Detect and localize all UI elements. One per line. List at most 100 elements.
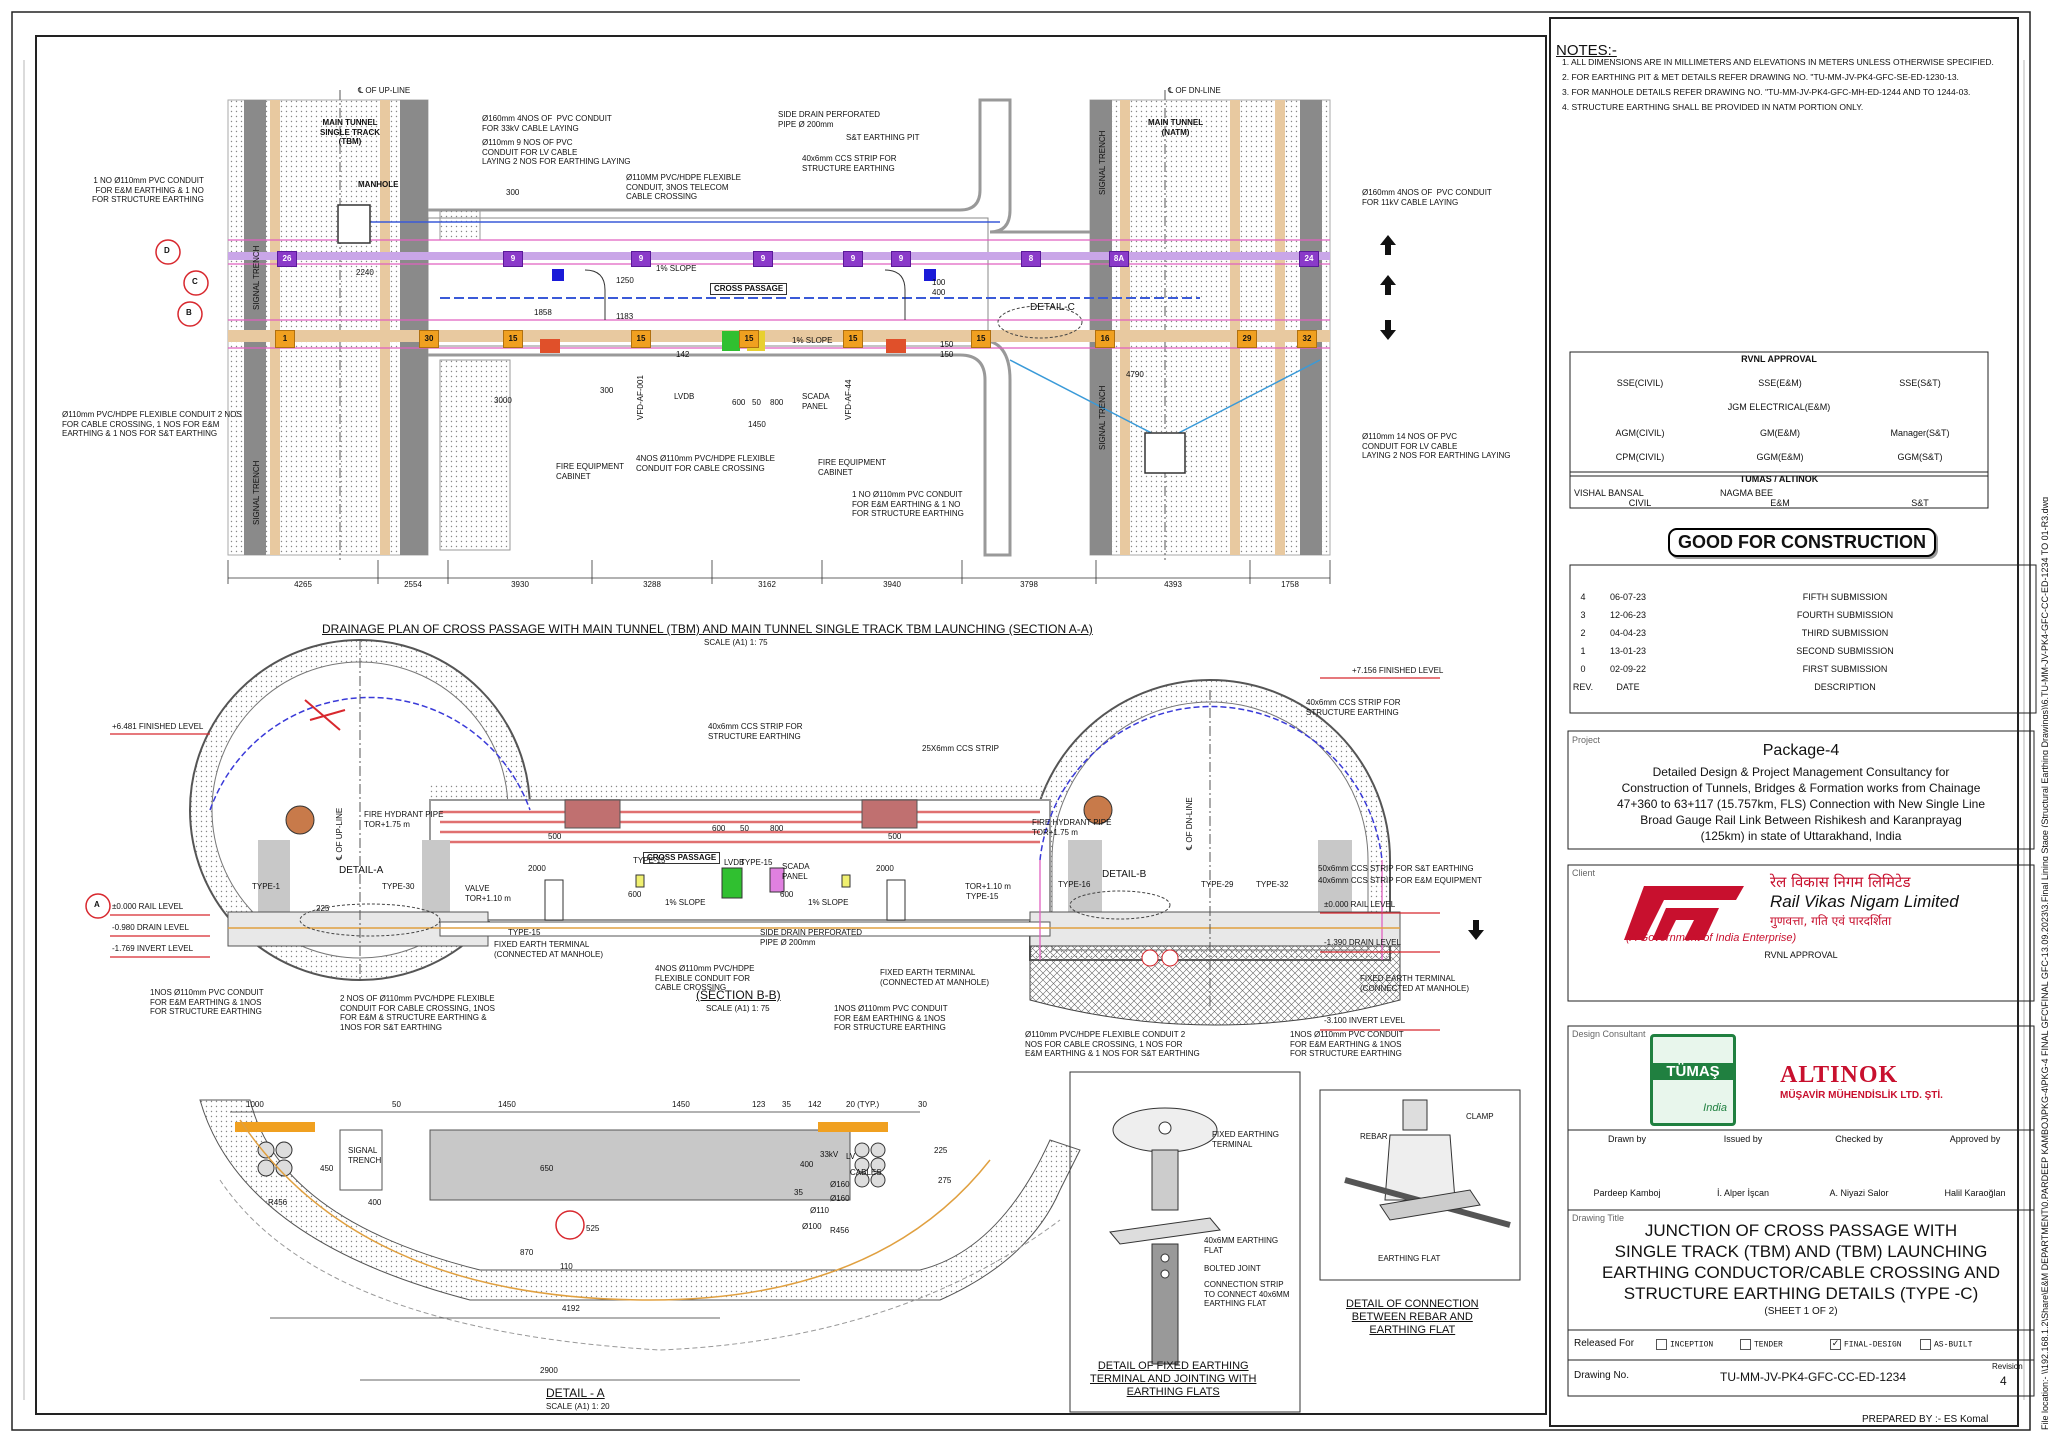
section-label-l45: TYPE-15 (966, 892, 999, 901)
tumas-altinok-title: TUMAS / ALTINOK (1739, 474, 1819, 484)
plan-misc-dim: 400 (932, 288, 946, 297)
detail-fixed-strip (1151, 1243, 1179, 1365)
section-label-l44: 1% SLOPE (808, 898, 849, 907)
section-fire-cabinet-2 (886, 879, 906, 921)
plan-signal-trench-right-bottom: SIGNAL TRENCH (1098, 385, 1107, 450)
plan-note-2: Ø110mm 9 NOS OF PVC CONDUIT FOR LV CABLE… (482, 138, 631, 166)
marker-b: B (186, 308, 192, 317)
plan-tan-band-2 (380, 100, 390, 555)
section-label-l16: DETAIL-B (1102, 869, 1147, 880)
name-vishal: VISHAL BANSAL (1574, 488, 1644, 498)
detail-a-dim: Ø160 (830, 1180, 850, 1189)
section-label-l31: FIXED EARTH TERMINAL (CONNECTED AT MANHO… (1360, 974, 1470, 993)
marker-d: D (164, 246, 170, 255)
revision-description: FIFTH SUBMISSION (1802, 592, 1888, 602)
detail-fixed-view (1069, 1071, 1301, 1413)
plan-cross-passage-label: CROSS PASSAGE (710, 283, 788, 295)
section-label-l29: FIXED EARTH TERMINAL (CONNECTED AT MANHO… (494, 940, 604, 959)
approval-manager-st: Manager(S&T) (1890, 428, 1950, 438)
detail-a-dim: 400 (368, 1198, 382, 1207)
revision-description: FIRST SUBMISSION (1802, 664, 1888, 674)
discipline-civil: CIVIL (1628, 498, 1652, 508)
detail-a-dim: 400 (800, 1160, 814, 1169)
consultant-label: Design Consultant (1572, 1029, 1646, 1039)
section-scada (769, 867, 785, 893)
plan-note-7: 1 NO Ø110mm PVC CONDUIT FOR E&M EARTHING… (92, 176, 204, 204)
drawing-title-sheet: (SHEET 1 OF 2) (1764, 1306, 1838, 1317)
detail-a-dim-top: 50 (392, 1100, 401, 1109)
plan-note-9: Ø110mm PVC/HDPE FLEXIBLE CONDUIT 2 NOS F… (62, 410, 242, 438)
project-label: Project (1572, 735, 1601, 745)
section-cross-passage-roof (430, 785, 1050, 800)
plan-signal-trench-right-top: SIGNAL TRENCH (1098, 130, 1107, 195)
section-label-l33: 2 NOS OF Ø110mm PVC/HDPE FLEXIBLE CONDUI… (340, 994, 495, 1032)
released-option-checkbox (1740, 1339, 1751, 1350)
section-label-l21: TYPE-15 (508, 928, 541, 937)
note-4: 4. STRUCTURE EARTHING SHALL BE PROVIDED … (1562, 102, 1864, 112)
project-line-2: Construction of Tunnels, Bridges & Forma… (1621, 781, 1981, 795)
section-level-markers (110, 677, 1440, 1031)
revision-number: 1 (1580, 646, 1586, 656)
revision-header-date: DATE (1616, 682, 1640, 692)
section-label-l13: FIRE HYDRANT PIPE TOR+1.75 m (1032, 818, 1112, 837)
section-dim: 600 (780, 890, 794, 899)
detail-a-dim: 650 (540, 1164, 554, 1173)
detail-a-dim-top: 35 (782, 1100, 791, 1109)
project-line-4: Broad Gauge Rail Link Between Rishikesh … (1640, 813, 1962, 827)
plan-note-12: 4NOS Ø110mm PVC/HDPE FLEXIBLE CONDUIT FO… (636, 454, 776, 473)
plan-left-signal-trench (244, 100, 266, 555)
cross-passage-floor (427, 217, 989, 347)
detail-fixed-label-4: CONNECTION STRIP TO CONNECT 40x6MM EARTH… (1204, 1280, 1290, 1308)
section-label-l24: TYPE-16 (1058, 880, 1091, 889)
pit-label-top: 8A (1109, 251, 1129, 267)
plan-note-8: Ø160mm 4NOS OF PVC CONDUIT FOR 11kV CABL… (1362, 188, 1492, 207)
plan-blue-cabinet-2 (924, 269, 936, 281)
detail-fixed-label-3: BOLTED JOINT (1204, 1264, 1261, 1273)
approval-jgm: JGM ELECTRICAL(E&M) (1727, 402, 1831, 412)
section-dim: 600 (628, 890, 642, 899)
section-dim: 500 (548, 832, 562, 841)
section-pipe-1 (1141, 949, 1159, 967)
section-label-l23: TYPE-15 (740, 858, 773, 867)
title-block-grid (1567, 351, 2037, 1397)
plan-note-1: Ø160mm 4NOS OF PVC CONDUIT FOR 33kV CABL… (482, 114, 612, 133)
detail-a-conduits-left (257, 1141, 293, 1177)
section-right-invert (1029, 945, 1401, 1026)
plan-misc-dim: 2240 (356, 268, 374, 277)
section-label-l39: 50x6mm CCS STRIP FOR S&T EARTHING (1318, 864, 1474, 873)
plan-dim-value: 3930 (511, 580, 529, 589)
signature-role: Issued by (1723, 1134, 1763, 1144)
drawing-title-4: STRUCTURE EARTHING DETAILS (TYPE -C) (1623, 1284, 1979, 1303)
detail-fixed-stem (1151, 1149, 1179, 1211)
section-detail-b-cloud (1069, 890, 1171, 920)
plan-vfd-1: VFD-AF-001 (636, 375, 645, 420)
section-label-l10: 25X6mm CCS STRIP (922, 744, 999, 753)
client-motto: गुणवत्ता, गति एवं पारदर्शिता (1770, 914, 1892, 928)
tumas-logo-text: TÜMAŞ (1653, 1063, 1733, 1080)
plan-misc-dim: 1858 (534, 308, 552, 317)
title-block-border (1549, 17, 2019, 1427)
plan-signal-trench-left-bottom: SIGNAL TRENCH (252, 460, 261, 525)
section-dim: 2000 (528, 864, 546, 873)
plan-scale: SCALE (A1) 1: 75 (704, 638, 768, 647)
pit-label-bottom: 15 (631, 330, 651, 348)
detail-a-dim: 525 (586, 1224, 600, 1233)
tumas-logo: TÜMAŞ India (1650, 1034, 1736, 1126)
plan-blue-cabinet-1 (552, 269, 564, 281)
detail-fixed-label-1: FIXED EARTHING TERMINAL (1212, 1130, 1279, 1149)
detail-a-dim: 450 (320, 1164, 334, 1173)
detail-a-dim: 275 (938, 1176, 952, 1185)
pit-label-top: 9 (753, 251, 773, 267)
section-label-l43: 1% SLOPE (665, 898, 706, 907)
side-ruler (23, 60, 2025, 1400)
revision-date: 06-07-23 (1609, 592, 1647, 602)
section-dim: 50 (740, 824, 749, 833)
section-fire-cabinet-1 (544, 879, 564, 921)
detail-a-dim-top: 142 (808, 1100, 822, 1109)
plan-dim-value: 3288 (643, 580, 661, 589)
detail-a-width: 4192 (562, 1304, 580, 1313)
signature-person: İ. Alper İşcan (1716, 1188, 1770, 1198)
approval-sse-st: SSE(S&T) (1899, 378, 1941, 388)
pit-label-top: 9 (631, 251, 651, 267)
pit-label-bottom: 32 (1297, 330, 1317, 348)
